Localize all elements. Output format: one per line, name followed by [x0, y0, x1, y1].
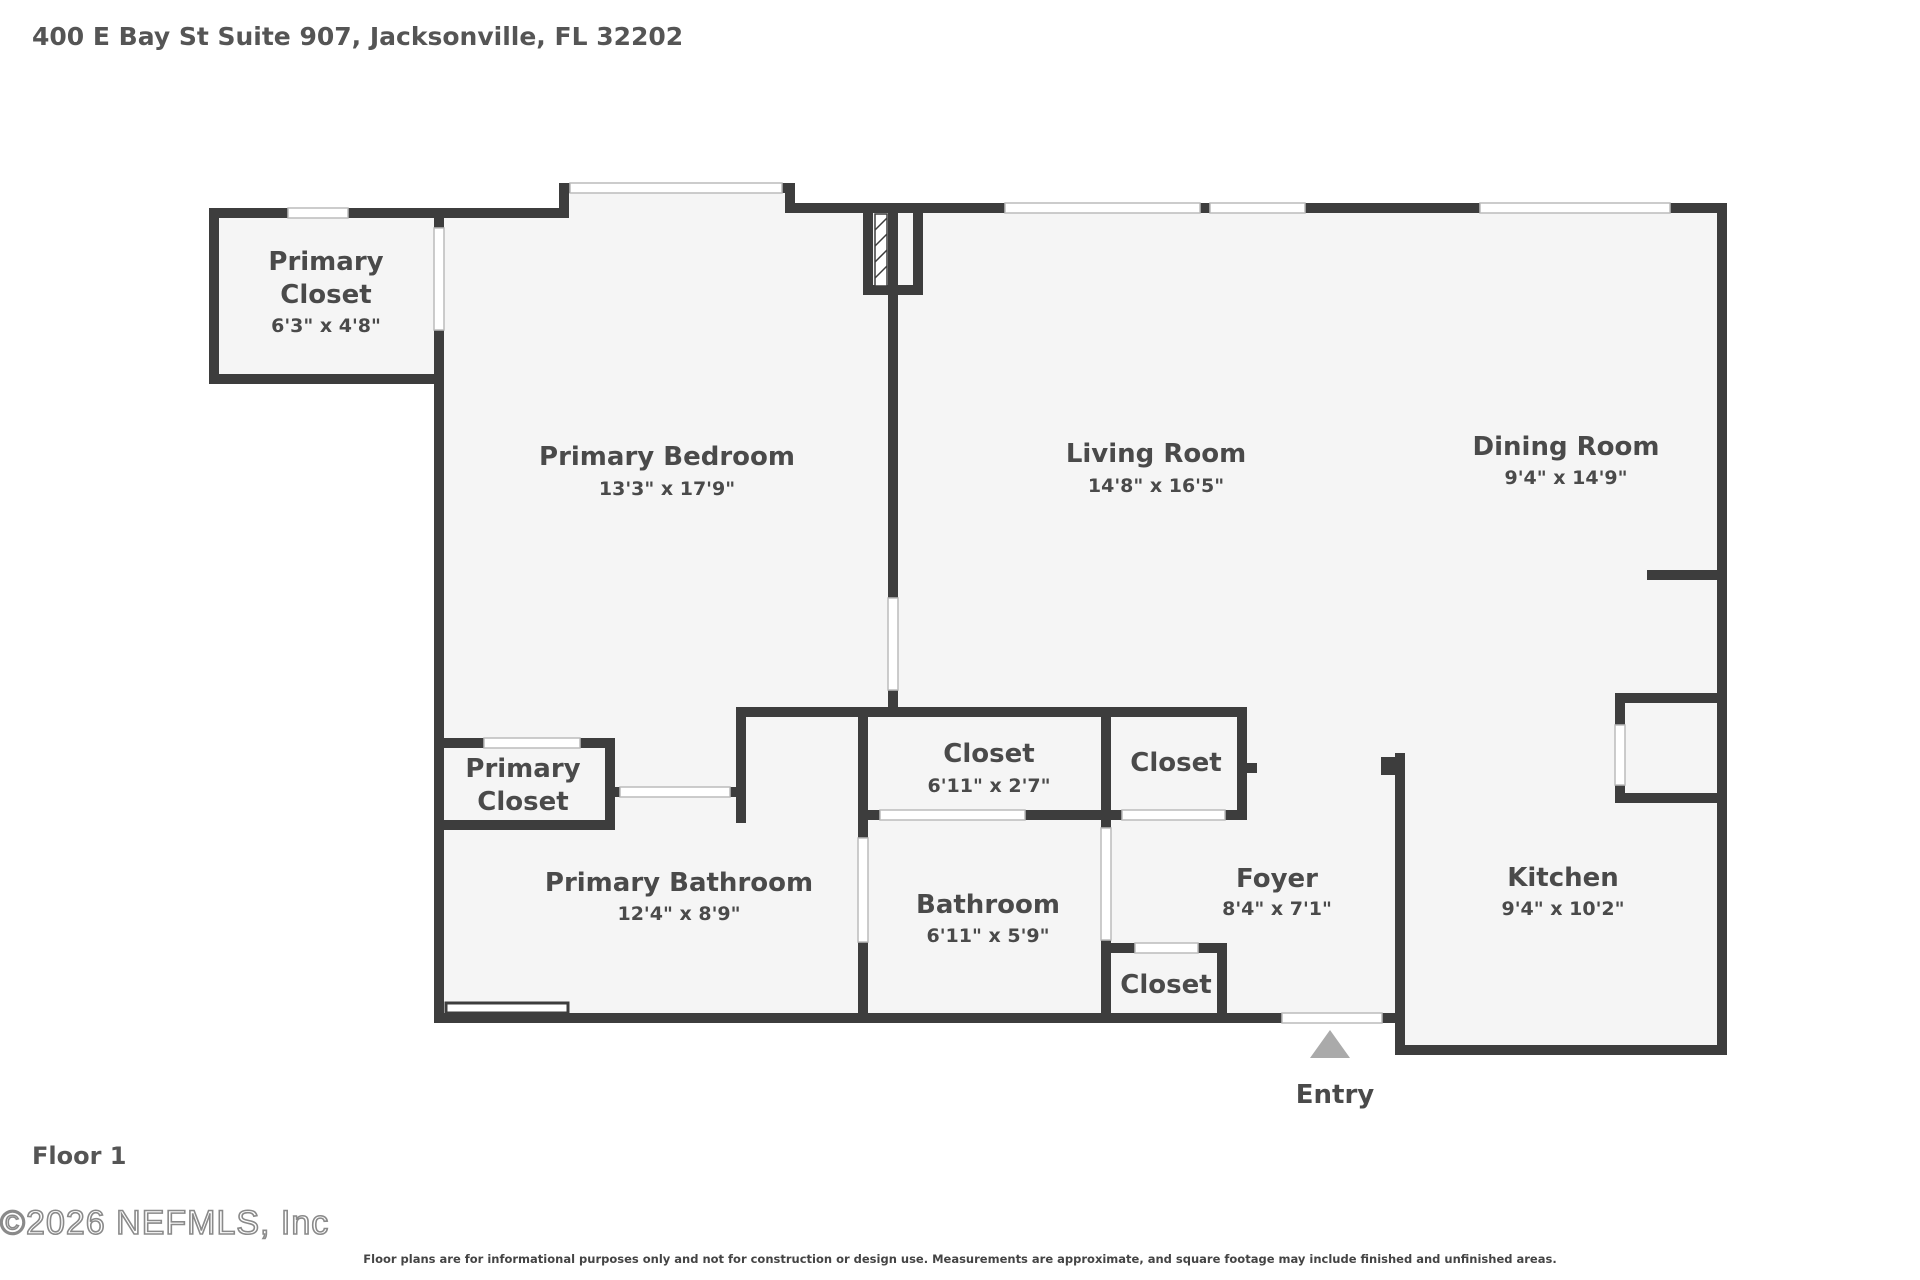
vanity-hatch	[444, 1001, 570, 1015]
svg-text:Primary Bedroom: Primary Bedroom	[539, 442, 795, 472]
svg-text:Living Room: Living Room	[1066, 439, 1246, 469]
property-address: 400 E Bay St Suite 907, Jacksonville, FL…	[32, 22, 684, 51]
svg-text:Bathroom: Bathroom	[916, 890, 1060, 920]
svg-text:Primary: Primary	[268, 247, 383, 277]
room-foyer: Foyer 8'4" x 7'1"	[1222, 864, 1332, 920]
room-kitchen: Kitchen 9'4" x 10'2"	[1501, 863, 1624, 920]
door-openings	[433, 227, 1626, 954]
disclaimer-text: Floor plans are for informational purpos…	[363, 1252, 1557, 1266]
svg-text:14'8" x 16'5": 14'8" x 16'5"	[1088, 475, 1224, 497]
svg-text:Dining Room: Dining Room	[1473, 432, 1660, 462]
room-primary-bedroom: Primary Bedroom 13'3" x 17'9"	[539, 442, 795, 500]
svg-text:12'4" x 8'9": 12'4" x 8'9"	[617, 903, 740, 925]
room-closet-c: Closet	[1120, 970, 1211, 1000]
room-primary-closet-top: Primary Closet 6'3" x 4'8"	[268, 247, 383, 337]
svg-text:8'4" x 7'1": 8'4" x 7'1"	[1222, 898, 1332, 920]
svg-text:6'3" x 4'8": 6'3" x 4'8"	[271, 315, 381, 337]
svg-text:Closet: Closet	[280, 280, 371, 310]
copyright-watermark: ©2026 NEFMLS, Inc	[0, 1203, 330, 1243]
svg-text:Primary Bathroom: Primary Bathroom	[545, 868, 813, 898]
svg-text:6'11" x 5'9": 6'11" x 5'9"	[926, 925, 1049, 947]
room-closet-b: Closet	[1130, 748, 1221, 778]
entry-label: Entry	[1296, 1080, 1375, 1110]
svg-text:13'3" x 17'9": 13'3" x 17'9"	[599, 478, 735, 500]
svg-text:9'4" x 10'2": 9'4" x 10'2"	[1501, 898, 1624, 920]
svg-text:Closet: Closet	[1120, 970, 1211, 1000]
room-dining-room: Dining Room 9'4" x 14'9"	[1473, 432, 1660, 489]
room-primary-closet-bottom: Primary Closet	[465, 754, 580, 817]
svg-text:Closet: Closet	[943, 739, 1034, 769]
room-living-room: Living Room 14'8" x 16'5"	[1066, 439, 1246, 497]
svg-text:9'4" x 14'9": 9'4" x 14'9"	[1504, 467, 1627, 489]
svg-text:Closet: Closet	[1130, 748, 1221, 778]
svg-text:Foyer: Foyer	[1236, 864, 1318, 894]
floor-label: Floor 1	[32, 1142, 127, 1170]
room-closet-a: Closet 6'11" x 2'7"	[927, 739, 1050, 797]
room-primary-bathroom: Primary Bathroom 12'4" x 8'9"	[545, 868, 813, 925]
entry-arrow	[1310, 1030, 1350, 1058]
windows	[287, 182, 1671, 219]
fireplace-hatch	[874, 213, 888, 287]
svg-text:6'11" x 2'7": 6'11" x 2'7"	[927, 775, 1050, 797]
svg-text:Kitchen: Kitchen	[1507, 863, 1619, 893]
svg-text:Primary: Primary	[465, 754, 580, 784]
room-bathroom: Bathroom 6'11" x 5'9"	[916, 890, 1060, 947]
svg-text:Closet: Closet	[477, 787, 568, 817]
entry-door	[1281, 1012, 1383, 1024]
